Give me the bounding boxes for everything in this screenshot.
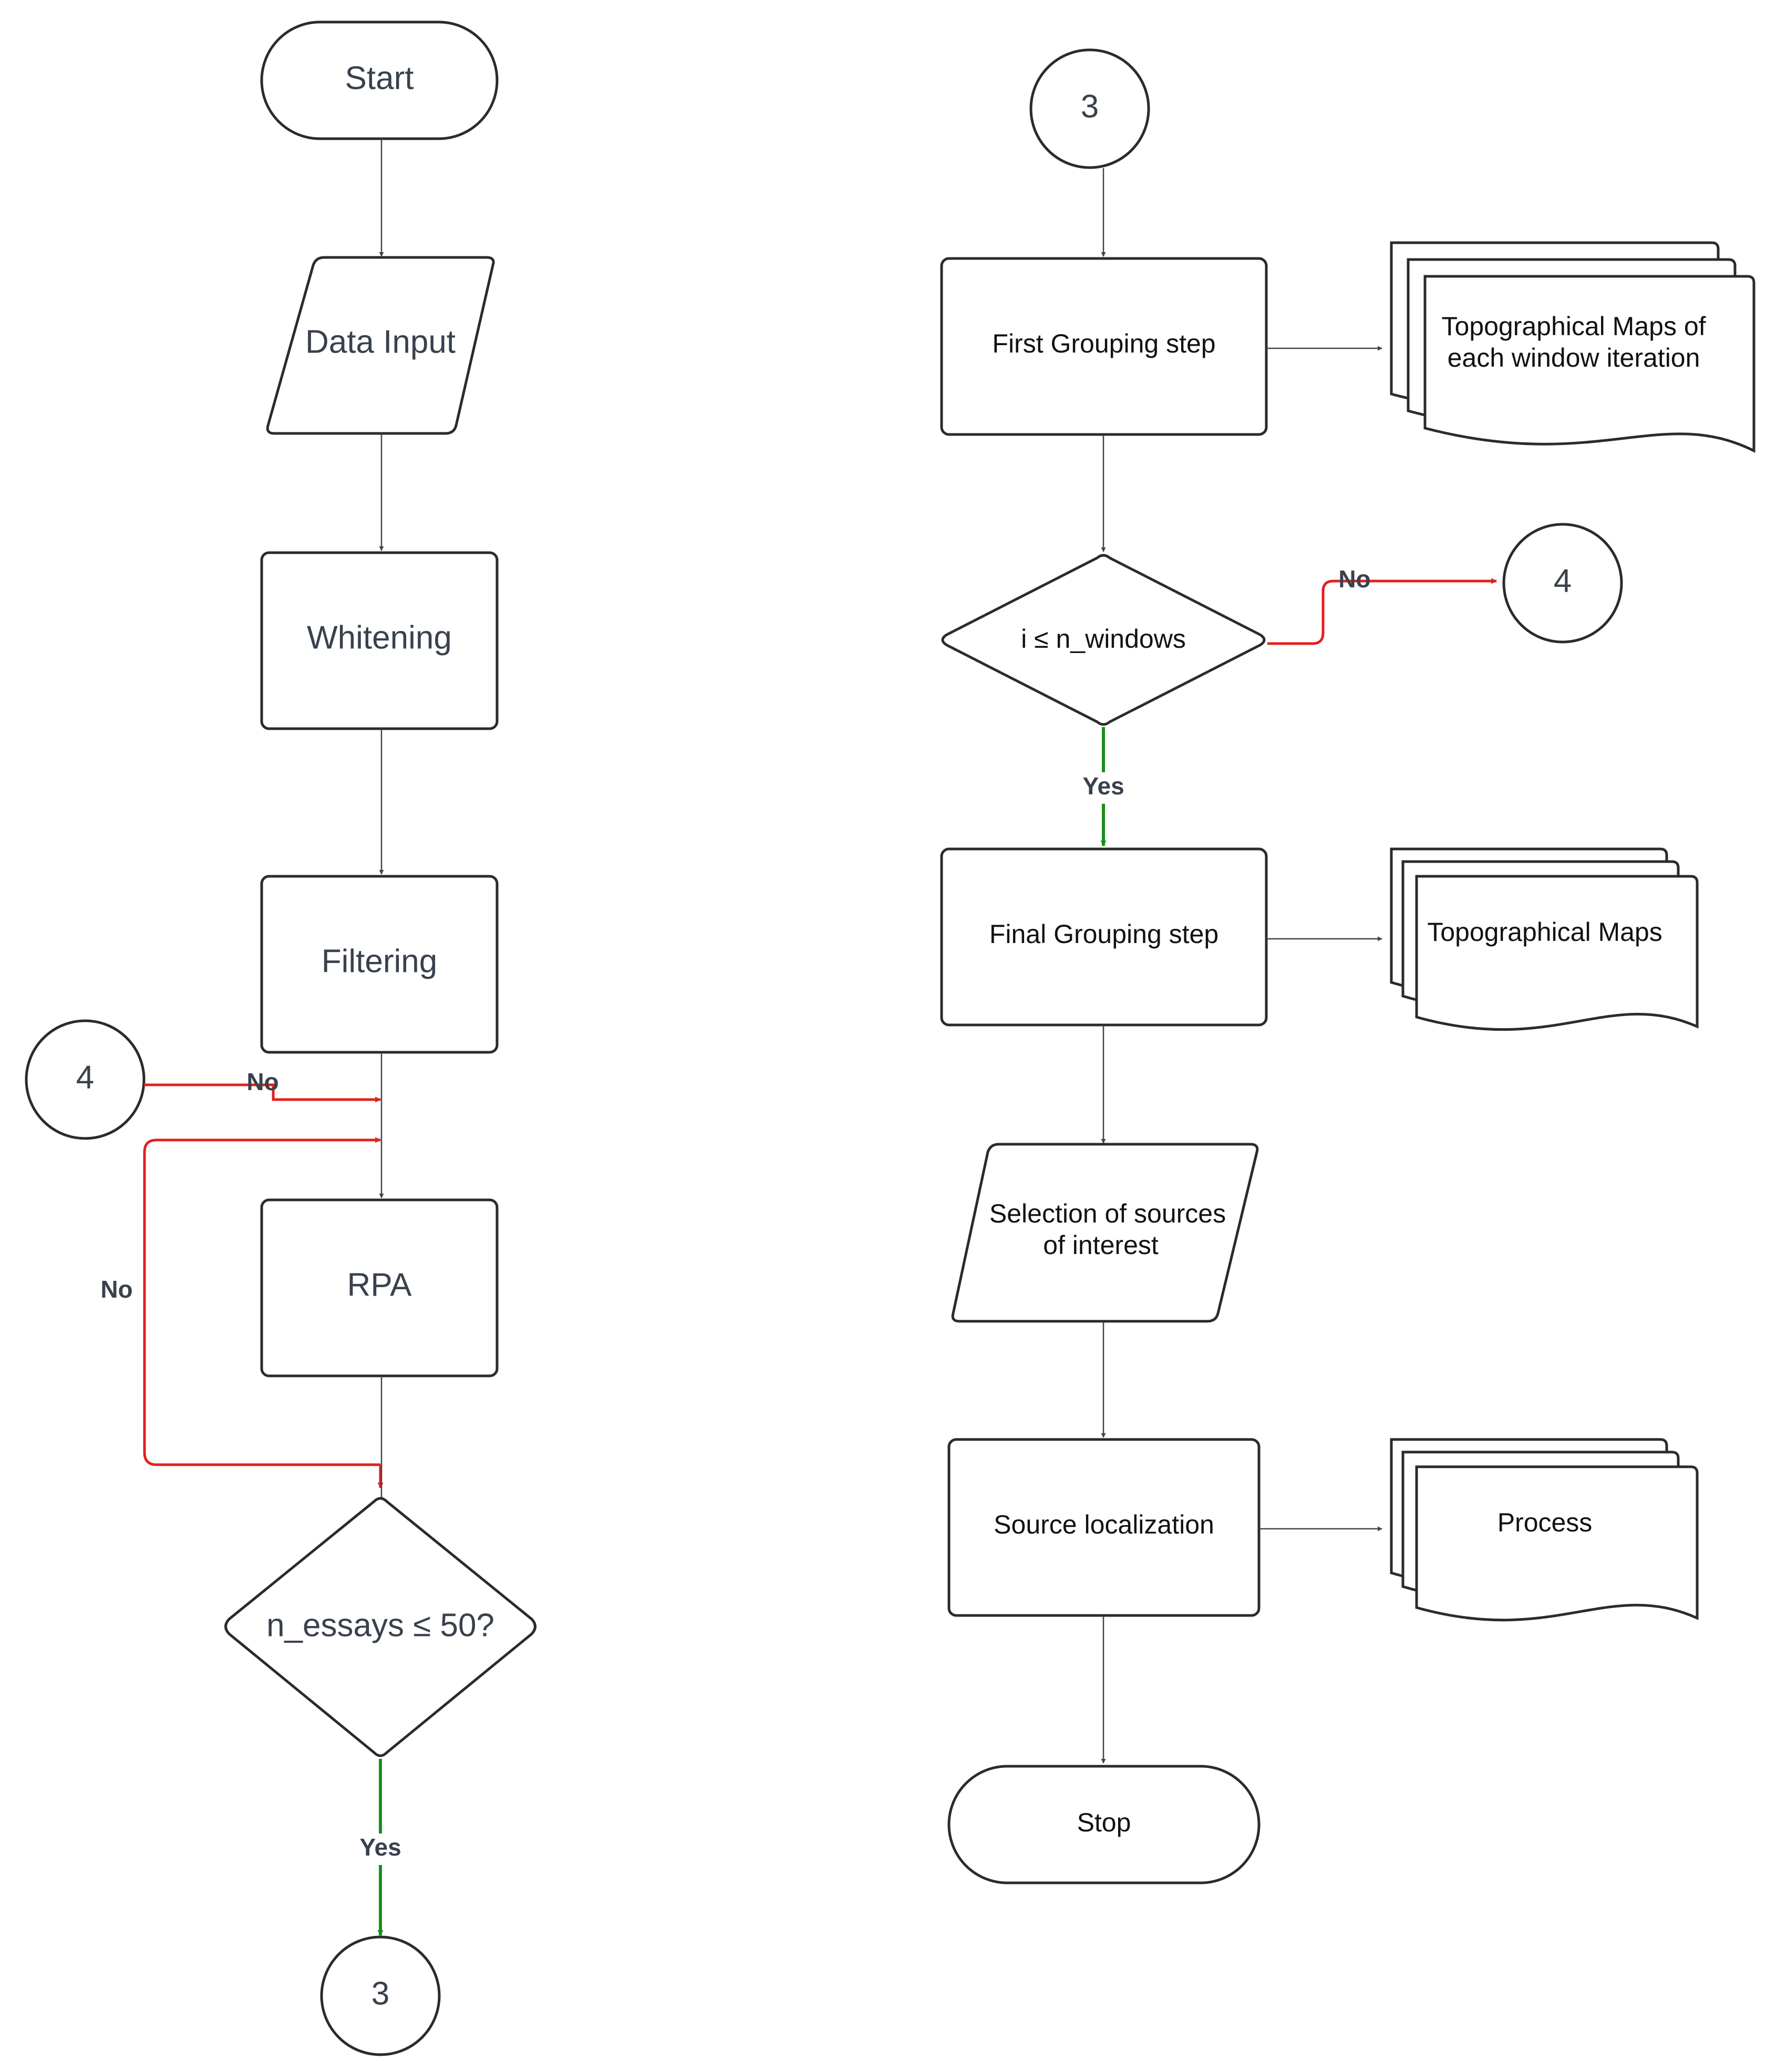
source-localization-label: Source localization: [994, 1510, 1214, 1539]
connector-3-left: 3: [320, 1935, 441, 2056]
topo-maps-iteration-line1: Topographical Maps of: [1441, 312, 1706, 341]
selection-line1: Selection of sources: [989, 1199, 1226, 1228]
connector-3-right-label: 3: [1081, 88, 1099, 125]
decision-n-windows: i ≤ n_windows: [941, 554, 1266, 726]
rpa-process: RPA: [260, 1198, 499, 1377]
topographical-maps-iteration-doc: Topographical Maps of each window iterat…: [1390, 241, 1755, 453]
connector-4-left-label: 4: [76, 1059, 94, 1095]
source-localization-process: Source localization: [947, 1438, 1261, 1617]
selection-sources-node: Selection of sources of interest: [951, 1143, 1259, 1323]
stop-label: Stop: [1077, 1808, 1131, 1837]
start-terminator: Start: [260, 20, 499, 140]
first-grouping-process: First Grouping step: [940, 257, 1268, 436]
start-label: Start: [345, 60, 414, 96]
decision-n-essays: n_essays ≤ 50?: [224, 1497, 536, 1757]
no-label-right: No: [1338, 565, 1370, 593]
process-doc-label: Process: [1498, 1508, 1593, 1537]
yes-label-right: Yes: [1082, 772, 1124, 800]
connector-3-right: 3: [1029, 48, 1150, 169]
rpa-label: RPA: [347, 1267, 412, 1303]
connector-3-left-label: 3: [371, 1975, 389, 2012]
no-label-connector-4: No: [246, 1068, 278, 1095]
data-input-node: Data Input: [266, 256, 495, 435]
no-arrow-from-connector-4: [144, 1083, 381, 1103]
selection-line2: of interest: [1043, 1230, 1159, 1260]
whitening-process: Whitening: [260, 551, 499, 730]
process-doc: Process: [1390, 1438, 1699, 1622]
first-grouping-label: First Grouping step: [992, 329, 1215, 358]
final-grouping-label: Final Grouping step: [989, 919, 1218, 949]
topographical-maps-doc: Topographical Maps: [1390, 847, 1699, 1031]
no-arrow-to-connector-4: [1267, 578, 1498, 645]
connector-4-left: 4: [25, 1019, 146, 1140]
yes-label-left: Yes: [359, 1833, 401, 1861]
no-label-loop: No: [100, 1276, 132, 1303]
stop-terminator: Stop: [947, 1765, 1261, 1884]
decision-n-essays-label: n_essays ≤ 50?: [266, 1607, 494, 1643]
decision-n-windows-label: i ≤ n_windows: [1021, 624, 1186, 654]
topo-maps-label: Topographical Maps: [1427, 917, 1662, 947]
final-grouping-process: Final Grouping step: [940, 847, 1268, 1027]
connector-4-right: 4: [1502, 523, 1623, 644]
connector-4-right-label: 4: [1554, 563, 1572, 599]
filtering-label: Filtering: [322, 943, 438, 979]
whitening-label: Whitening: [307, 619, 452, 656]
data-input-label: Data Input: [305, 324, 456, 360]
no-loop-arrow: [143, 1137, 381, 1466]
filtering-process: Filtering: [260, 875, 499, 1054]
topo-maps-iteration-line2: each window iteration: [1448, 343, 1700, 372]
